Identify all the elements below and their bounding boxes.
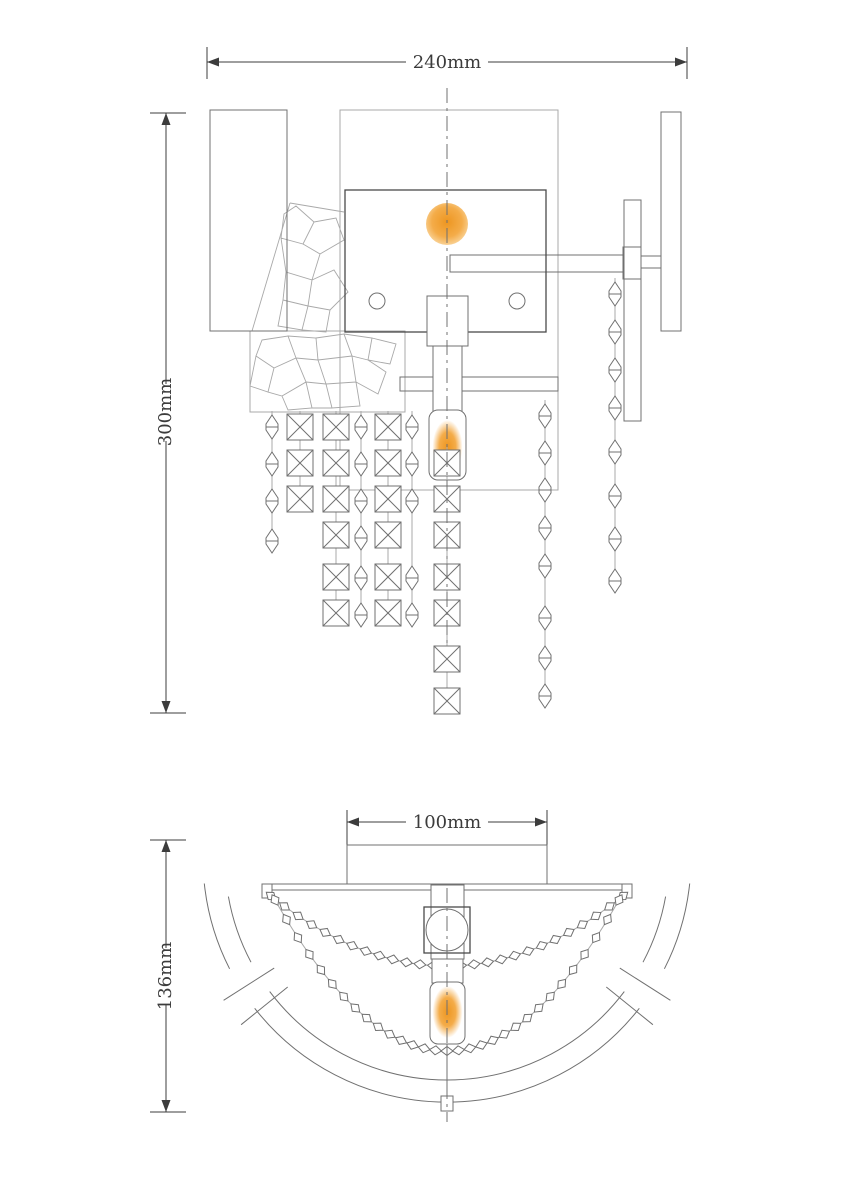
wall-plate-top xyxy=(346,844,548,885)
arrowhead-right xyxy=(675,57,687,67)
crackle-glass-panel xyxy=(249,202,406,413)
crystal-strands xyxy=(265,278,622,715)
chain-hook-left xyxy=(261,883,273,899)
top-width-label: 100mm xyxy=(413,812,482,833)
chain-hook-right xyxy=(621,883,633,899)
crackle-pattern xyxy=(249,205,397,411)
front-height-label: 300mm xyxy=(155,378,176,447)
mounting-arm xyxy=(449,254,624,273)
bracket-arms-top xyxy=(223,967,671,1026)
arrowhead-down xyxy=(161,701,171,713)
top-depth-label: 136mm xyxy=(155,942,176,1011)
dimension-height-front: 300mm xyxy=(150,112,186,714)
dimension-width-front: 240mm xyxy=(206,47,688,79)
glass-panel-frame xyxy=(249,330,406,413)
crossbar xyxy=(399,376,559,392)
arrowhead-up xyxy=(161,113,171,125)
bulb-ball-glow xyxy=(426,203,468,245)
wall-mount-plate xyxy=(660,111,682,332)
front-width-label: 240mm xyxy=(413,52,482,73)
screw-hole-left xyxy=(368,292,386,310)
top-view: 100mm 136mm xyxy=(150,810,691,1122)
front-view: 240mm 300mm xyxy=(150,47,688,715)
arrowhead-left xyxy=(207,57,219,67)
bead-swags xyxy=(265,891,629,1057)
side-glass-panel xyxy=(209,109,288,332)
screw-hole-right xyxy=(508,292,526,310)
arm-connector xyxy=(622,246,642,280)
bracket-plate xyxy=(623,199,642,422)
dimension-width-top: 100mm xyxy=(346,810,548,846)
dimension-depth-top: 136mm xyxy=(150,839,186,1113)
